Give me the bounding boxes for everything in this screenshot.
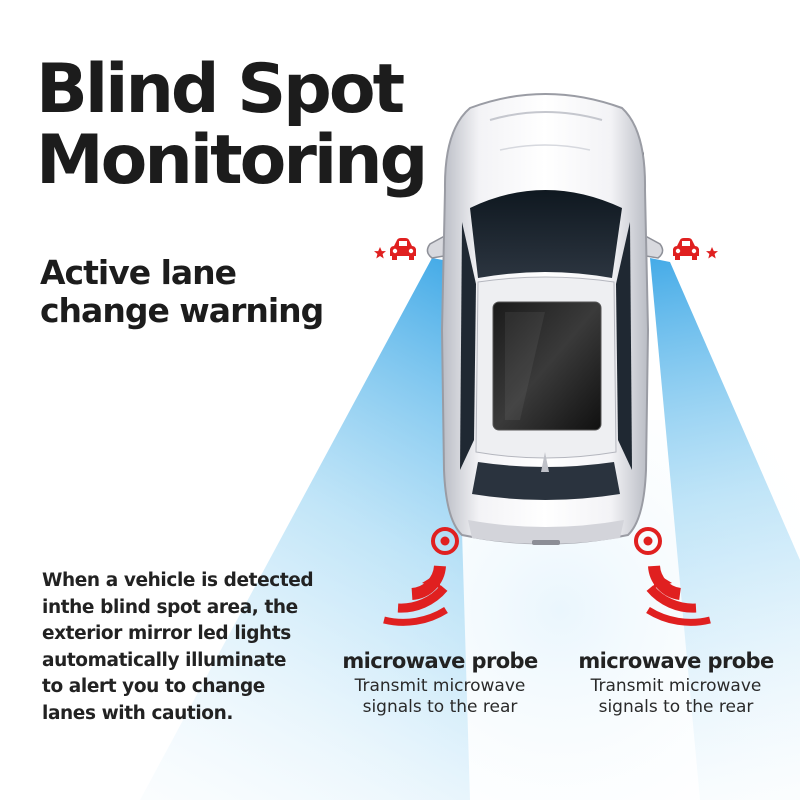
probe-description: Transmit microwave signals to the rear bbox=[330, 676, 550, 718]
description-line: exterior mirror led lights bbox=[42, 623, 291, 644]
star-icon bbox=[374, 247, 386, 259]
left-probe-caption: microwave probe Transmit microwave signa… bbox=[330, 646, 550, 718]
right-detection-beam bbox=[650, 258, 800, 800]
signal-wave-icon bbox=[646, 565, 711, 626]
probe-title: microwave probe bbox=[578, 649, 774, 673]
signal-wave-icon bbox=[383, 565, 448, 626]
description-line: to alert you to change bbox=[42, 676, 265, 697]
red-car-icon bbox=[390, 238, 416, 260]
description-line: inthe blind spot area, the bbox=[42, 596, 298, 618]
sensor-target-icon bbox=[634, 527, 662, 555]
car-top-view bbox=[426, 93, 664, 545]
left-detection-beam bbox=[140, 258, 470, 800]
description-line: automatically illuminate bbox=[42, 649, 287, 671]
probe-title: microwave probe bbox=[342, 649, 538, 673]
probe-description-line: signals to the rear bbox=[598, 697, 754, 717]
description-line: When a vehicle is detected bbox=[42, 570, 314, 591]
subtitle-line-1: Active lane bbox=[40, 253, 237, 292]
probe-description: Transmit microwave signals to the rear bbox=[566, 676, 786, 718]
title-line-2: Monitoring bbox=[36, 121, 428, 200]
red-car-icon bbox=[673, 238, 699, 260]
probe-description-line: signals to the rear bbox=[362, 697, 518, 717]
right-mirror-alert bbox=[673, 238, 718, 260]
right-probe-caption: microwave probe Transmit microwave signa… bbox=[566, 646, 786, 718]
subtitle-line-2: change warning bbox=[40, 291, 324, 330]
feature-subtitle: Active lane change warning bbox=[40, 254, 360, 330]
probe-description-line: Transmit microwave bbox=[354, 676, 526, 696]
feature-description: When a vehicle is detected inthe blind s… bbox=[42, 568, 342, 727]
title-line-1: Blind Spot bbox=[36, 50, 405, 129]
description-line: lanes with caution. bbox=[42, 702, 233, 724]
left-mirror-alert bbox=[374, 238, 416, 260]
probe-description-line: Transmit microwave bbox=[590, 676, 762, 696]
sensor-target-icon bbox=[431, 527, 459, 555]
page-title: Blind Spot Monitoring bbox=[36, 54, 436, 196]
star-icon bbox=[706, 247, 718, 259]
